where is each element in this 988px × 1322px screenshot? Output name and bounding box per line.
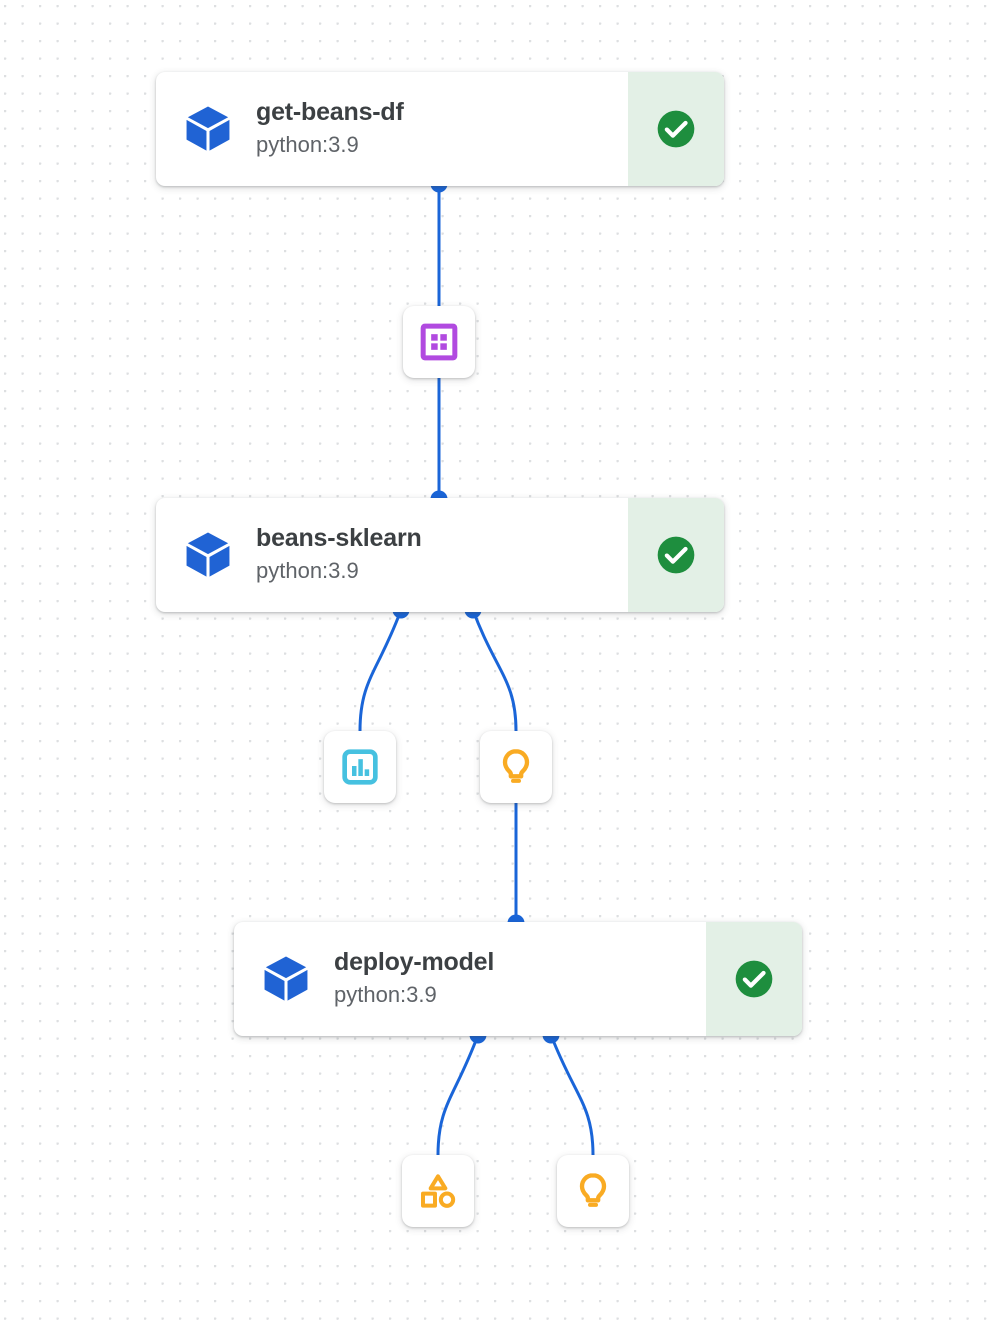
task-title: get-beans-df bbox=[256, 98, 404, 127]
lightbulb-icon bbox=[579, 1173, 607, 1207]
task-body: beans-sklearn python:3.9 bbox=[156, 498, 628, 612]
task-title: deploy-model bbox=[334, 948, 495, 977]
task-body: deploy-model python:3.9 bbox=[234, 922, 706, 1036]
task-subtitle: python:3.9 bbox=[256, 557, 359, 583]
task-node-beans-sklearn[interactable]: beans-sklearn python:3.9 bbox=[156, 498, 724, 612]
task-subtitle: python:3.9 bbox=[256, 131, 359, 157]
task-title: beans-sklearn bbox=[256, 524, 422, 553]
shapes-icon bbox=[421, 1174, 456, 1208]
cube-icon bbox=[264, 956, 308, 1001]
status-badge-succeeded bbox=[628, 72, 724, 186]
check-circle-icon bbox=[657, 536, 695, 574]
status-badge-succeeded bbox=[706, 922, 802, 1036]
artifact-node-classification[interactable] bbox=[402, 1155, 474, 1227]
lightbulb-icon bbox=[502, 749, 530, 783]
check-circle-icon bbox=[735, 960, 773, 998]
task-node-get-beans-df[interactable]: get-beans-df python:3.9 bbox=[156, 72, 724, 186]
dataset-icon bbox=[420, 323, 458, 361]
cube-icon bbox=[186, 532, 230, 577]
task-text: deploy-model python:3.9 bbox=[334, 948, 494, 1009]
edge-deploymodel-to-classification bbox=[436, 1033, 480, 1157]
task-text: beans-sklearn python:3.9 bbox=[256, 524, 422, 585]
artifact-node-endpoint[interactable] bbox=[557, 1155, 629, 1227]
artifact-node-metrics[interactable] bbox=[324, 731, 396, 803]
status-badge-succeeded bbox=[628, 498, 724, 612]
edge-deploymodel-to-endpoint bbox=[549, 1033, 595, 1157]
cube-icon bbox=[186, 106, 230, 151]
artifact-node-dataset[interactable] bbox=[403, 306, 475, 378]
edge-beanssklearn-to-metrics bbox=[358, 608, 403, 733]
edge-beanssklearn-to-model bbox=[471, 608, 518, 733]
task-text: get-beans-df python:3.9 bbox=[256, 98, 404, 159]
artifact-node-model[interactable] bbox=[480, 731, 552, 803]
task-node-deploy-model[interactable]: deploy-model python:3.9 bbox=[234, 922, 802, 1036]
task-body: get-beans-df python:3.9 bbox=[156, 72, 628, 186]
task-subtitle: python:3.9 bbox=[334, 981, 437, 1007]
bar-chart-icon bbox=[342, 749, 378, 785]
check-circle-icon bbox=[657, 110, 695, 148]
